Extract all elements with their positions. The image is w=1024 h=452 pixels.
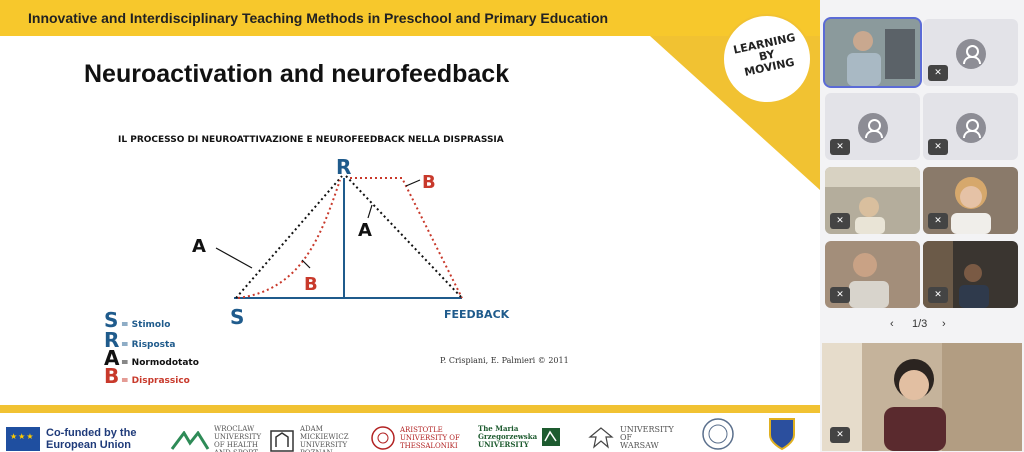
footer-band	[0, 405, 820, 413]
partner-name: UNIVERSITY OF WARSAW	[620, 425, 674, 450]
page-indicator: 1/3	[912, 318, 928, 330]
partner-logo-warsaw: UNIVERSITY OF WARSAW	[586, 425, 674, 451]
participant-tile[interactable]: ✕	[923, 93, 1018, 160]
label-feedback: FEEDBACK	[444, 308, 510, 321]
pointer-b2	[405, 179, 421, 187]
participant-video	[825, 19, 920, 86]
participant-tile[interactable]: ✕	[825, 167, 920, 234]
aristotle-seal-icon	[371, 426, 395, 450]
mic-off-icon: ✕	[928, 65, 948, 81]
legend-item-disprassico: B= Disprassico	[104, 364, 190, 388]
mic-off-icon: ✕	[928, 287, 948, 303]
chevron-left-icon[interactable]: ‹	[890, 318, 894, 330]
user-avatar-icon	[858, 113, 888, 143]
participant-pager: ‹ 1/3 ›	[890, 318, 960, 334]
partner-logo-grzegorzewska: The Maria Grzegorzewska UNIVERSITY	[478, 425, 566, 449]
self-view-image	[822, 343, 1022, 451]
partner-name: WROCLAW UNIVERSITY OF HEALTH AND SPORT	[214, 425, 262, 452]
partner-logo-wroclaw: WROCLAW UNIVERSITY OF HEALTH AND SPORT	[170, 425, 262, 452]
legend-letter: A	[104, 346, 120, 370]
legend-text: = Stimolo	[121, 320, 171, 330]
normodotato-path-right	[345, 175, 463, 299]
legend-item-normodotato: A= Normodotato	[104, 346, 199, 370]
slide-header-bar: Innovative and Interdisciplinary Teachin…	[0, 0, 820, 36]
user-avatar-icon	[956, 39, 986, 69]
mic-off-icon: ✕	[830, 427, 850, 443]
wroclaw-logo-icon	[170, 431, 210, 450]
label-b-right: B	[422, 172, 436, 193]
participant-tile-active-speaker[interactable]	[825, 19, 920, 86]
legend-letter: R	[104, 328, 120, 352]
mic-off-icon: ✕	[928, 139, 948, 155]
mic-off-icon: ✕	[830, 287, 850, 303]
partner-seal-icon	[702, 418, 734, 450]
participant-tile[interactable]: ✕	[825, 241, 920, 308]
mic-off-icon: ✕	[928, 213, 948, 229]
slide-credit: P. Crispiani, E. Palmieri © 2011	[440, 356, 569, 365]
participant-video	[825, 167, 920, 234]
label-s: S	[230, 305, 244, 329]
normodotato-path-left	[235, 175, 343, 299]
partner-logos-footer: Co-funded by the European Union WROCLAW …	[0, 413, 820, 452]
partner-crest-icon	[769, 418, 795, 451]
slide-header-text: Innovative and Interdisciplinary Teachin…	[28, 10, 609, 26]
diagram-title: IL PROCESSO DI NEUROATTIVAZIONE E NEUROF…	[118, 135, 504, 145]
legend-item-stimolo: S= Stimolo	[104, 308, 171, 332]
legend-item-risposta: R= Risposta	[104, 328, 176, 352]
partner-name: ADAM MICKIEWICZ UNIVERSITY POZNAN	[300, 425, 349, 452]
mic-off-icon: ✕	[830, 213, 850, 229]
warsaw-eagle-icon	[588, 427, 614, 449]
disprassico-path-left	[237, 179, 341, 299]
poznan-crest-icon	[270, 430, 294, 452]
grzegorzewska-logo-icon	[542, 428, 560, 446]
participant-tile[interactable]: ✕	[923, 167, 1018, 234]
legend-text: = Risposta	[121, 340, 176, 350]
eu-flag-icon	[6, 427, 40, 451]
participant-tile[interactable]: ✕	[923, 19, 1018, 86]
label-a-left: A	[192, 236, 206, 257]
neurofeedback-diagram: IL PROCESSO DI NEUROATTIVAZIONE E NEUROF…	[118, 135, 510, 329]
self-view-video[interactable]: ✕	[822, 343, 1022, 451]
disprassico-path-right	[350, 177, 463, 299]
presentation-slide: Innovative and Interdisciplinary Teachin…	[0, 0, 820, 452]
partner-logo-thessaloniki: ARISTOTLE UNIVERSITY OF THESSALONIKI	[370, 425, 462, 451]
pointer-a1	[215, 247, 253, 269]
participant-tile[interactable]: ✕	[923, 241, 1018, 308]
pointer-b1	[301, 259, 311, 269]
partner-logo-poznan: ADAM MICKIEWICZ UNIVERSITY POZNAN	[268, 425, 360, 452]
participant-tile[interactable]: ✕	[825, 93, 920, 160]
legend-text: = Normodotato	[121, 358, 199, 368]
pointer-a2	[367, 204, 373, 219]
legend-letter: S	[104, 308, 119, 332]
label-a-right: A	[358, 220, 372, 241]
partner-name: ARISTOTLE UNIVERSITY OF THESSALONIKI	[400, 426, 460, 450]
label-r: R	[336, 155, 351, 179]
learning-by-moving-logo: LEARNING BY MOVING	[722, 14, 812, 104]
partner-name: The Maria Grzegorzewska UNIVERSITY	[478, 424, 538, 449]
eu-funding-text: Co-funded by the European Union	[46, 427, 137, 451]
chevron-right-icon[interactable]: ›	[942, 318, 946, 330]
user-avatar-icon	[956, 113, 986, 143]
legend-letter: B	[104, 364, 120, 388]
participant-video	[825, 241, 920, 308]
label-b-left: B	[304, 274, 318, 295]
legend-text: = Disprassico	[121, 376, 190, 386]
slide-title: Neuroactivation and neurofeedback	[84, 60, 510, 88]
mic-off-icon: ✕	[830, 139, 850, 155]
participant-video	[923, 167, 1018, 234]
